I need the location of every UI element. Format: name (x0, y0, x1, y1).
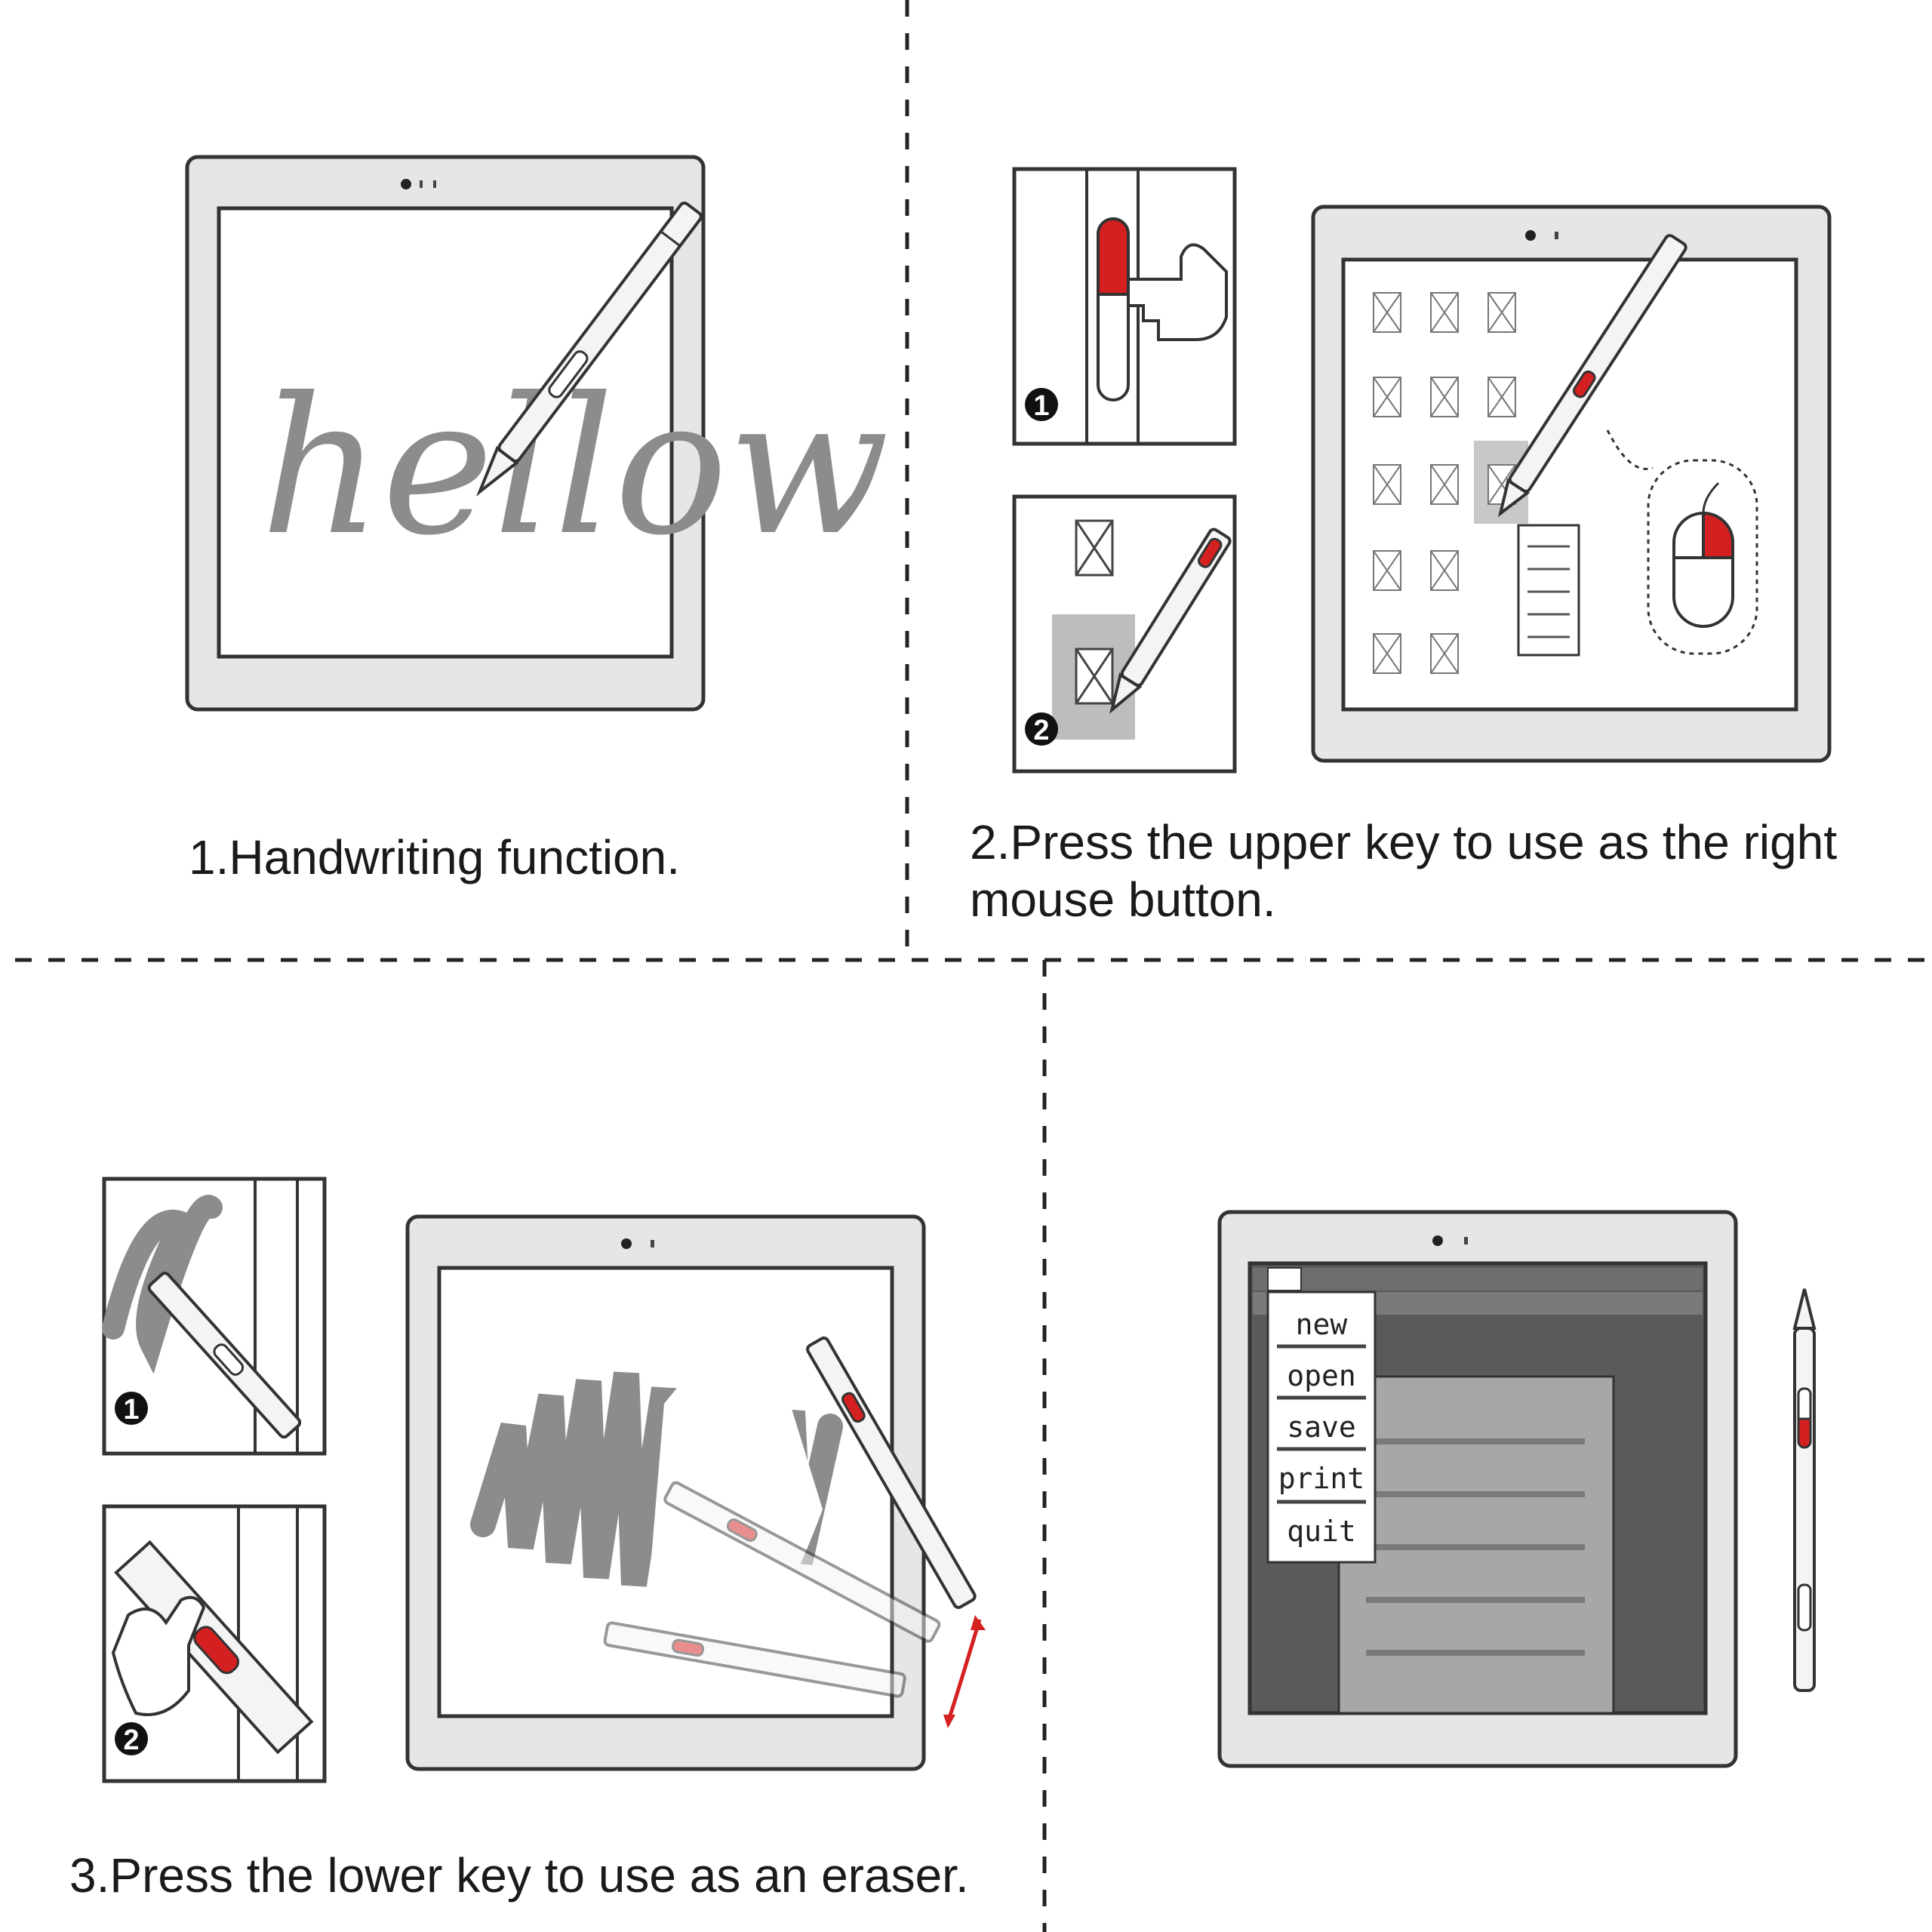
step-marker-1: 1 (1033, 390, 1049, 422)
svg-text:print: print (1278, 1462, 1364, 1495)
panel-context-menu: new open save print quit (1217, 1210, 1817, 1768)
document-window (1337, 1375, 1615, 1715)
svg-text:new: new (1296, 1308, 1348, 1341)
stylus-pen-icon (603, 1621, 906, 1698)
window-toolbar (1253, 1267, 1703, 1315)
stylus-pen-icon (1109, 528, 1232, 714)
menu-item-save[interactable]: save (1277, 1411, 1366, 1451)
stylus-pen-icon (1497, 234, 1687, 518)
stylus-pen-icon (147, 1272, 302, 1439)
step-marker-2: 2 (123, 1724, 139, 1756)
svg-text:open: open (1287, 1359, 1356, 1392)
inset-press-upper-key: 1 (1012, 167, 1237, 446)
panel-right-click: 1 2 (970, 167, 1837, 927)
file-icon (1075, 519, 1114, 705)
menu-item-open[interactable]: open (1277, 1359, 1366, 1400)
inset-tap-file: 2 (1012, 494, 1237, 774)
camera-icon (621, 1238, 632, 1249)
erased-area (641, 1313, 823, 1675)
caption-right-click: 2.Press the upper key to use as the righ… (970, 815, 1837, 869)
inset-press-lower-key: 2 (102, 1504, 327, 1783)
caption-right-click-line2: mouse button. (970, 872, 1276, 927)
camera-icon (1525, 230, 1536, 241)
svg-text:quit: quit (1287, 1515, 1356, 1548)
panel-eraser: 1 2 (69, 1177, 986, 1903)
step-marker-2: 2 (1033, 715, 1049, 746)
caption-eraser: 3.Press the lower key to use as an erase… (69, 1848, 969, 1903)
handwriting-sample: hellow (260, 357, 889, 577)
tablet-icon (185, 155, 706, 712)
stylus-pen-icon (663, 1481, 941, 1643)
mouse-icon (1672, 481, 1734, 628)
mouse-callout (1647, 459, 1758, 655)
file-icon-grid (1373, 292, 1528, 674)
svg-text:save: save (1287, 1411, 1356, 1444)
menu-item-new[interactable]: new (1277, 1308, 1366, 1349)
camera-icon (401, 179, 411, 189)
camera-icon (1432, 1235, 1443, 1246)
stylus-pen-icon (1792, 1288, 1817, 1692)
rotate-arrow-icon (943, 1615, 986, 1728)
menu-item-print[interactable]: print (1277, 1462, 1366, 1504)
pointing-hand-icon (111, 1595, 206, 1716)
panel-handwriting: hellow 1.Handwriting function. (185, 155, 889, 884)
step-marker-1: 1 (123, 1394, 139, 1426)
stylus-pen-icon (475, 202, 703, 497)
context-menu: new open save print quit (1266, 1291, 1377, 1564)
inset-scribble: 1 (102, 1177, 327, 1456)
document-icon (1517, 524, 1580, 657)
caption-handwriting: 1.Handwriting function. (189, 830, 680, 884)
panel-dividers (15, 0, 1932, 1932)
stylus-pen-icon (806, 1336, 977, 1609)
pointing-hand-icon (1127, 243, 1228, 341)
menu-item-quit[interactable]: quit (1287, 1515, 1356, 1548)
